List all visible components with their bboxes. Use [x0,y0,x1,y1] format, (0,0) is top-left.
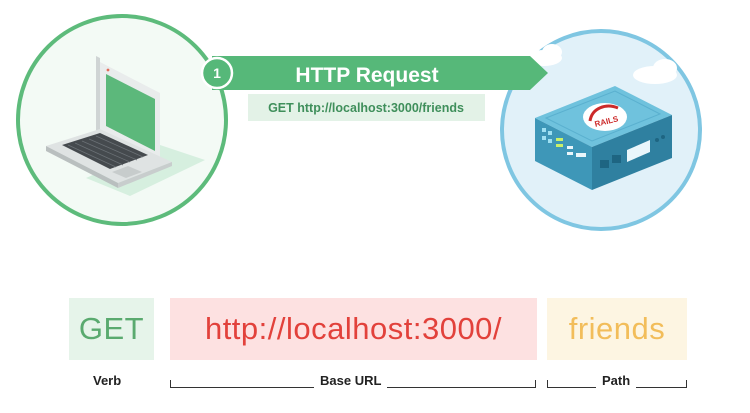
base-url-caption: Base URL [314,373,388,388]
laptop-icon [46,56,205,196]
request-url-text: GET http://localhost:3000/friends [268,101,464,115]
request-title: HTTP Request [295,64,438,87]
cloud-icon [526,44,677,84]
step-number: 1 [213,65,221,81]
request-arrow [212,56,548,90]
verb-text: GET [78,311,145,346]
request-url-box [248,94,485,121]
step-badge [200,56,234,90]
path-text: friends [568,311,666,346]
rails-server-icon: RAILS [535,86,672,190]
path-caption: Path [596,373,637,388]
verb-caption: Verb [93,373,122,388]
path-box: friends [547,298,687,360]
verb-box: GET [69,298,154,360]
base-url-box: http://localhost:3000/ [170,298,537,360]
base-url-text: http://localhost:3000/ [204,311,503,346]
